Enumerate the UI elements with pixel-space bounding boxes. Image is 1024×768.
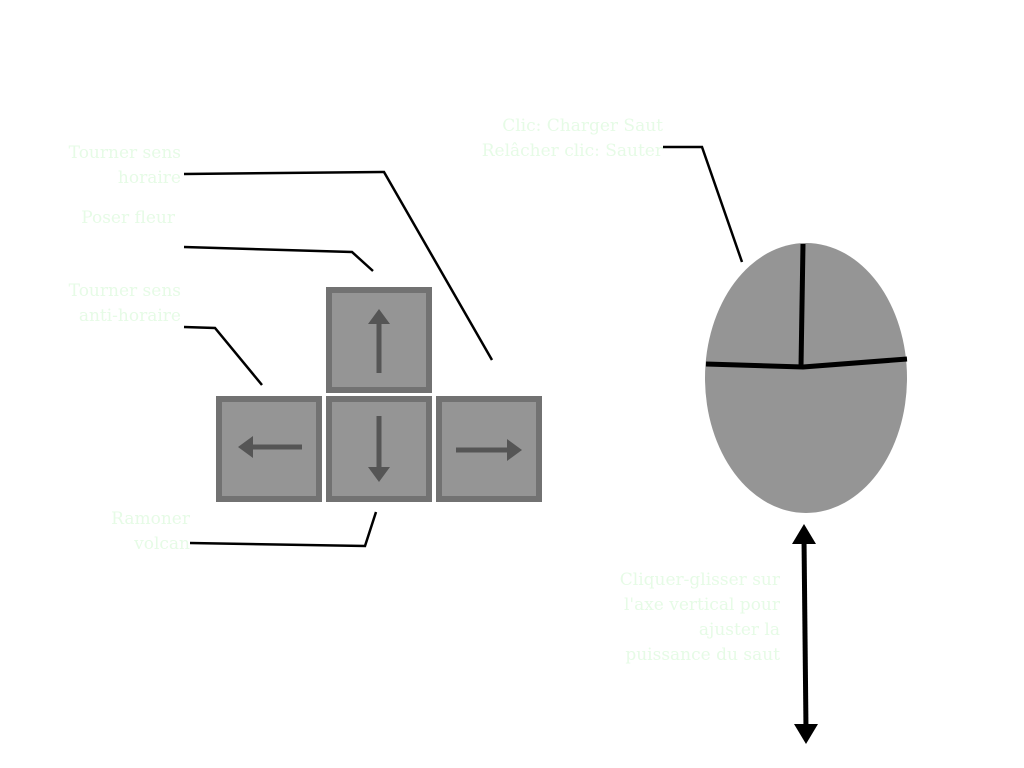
arrow-up-icon (368, 309, 390, 373)
vertical-axis-arrow-icon (792, 524, 818, 744)
line-rotate-clockwise (183, 170, 494, 361)
label-mouse-click: Clic: Charger Saut Relâcher clic: Sauter (481, 116, 663, 161)
key-right[interactable] (436, 396, 542, 502)
key-left[interactable] (216, 396, 322, 502)
mouse-icon (705, 243, 908, 513)
key-down[interactable] (326, 396, 432, 502)
label-rotate-clockwise: Tourner sens horaire (68, 143, 181, 188)
arrow-right-icon (456, 439, 522, 461)
label-sweep-volcano: Ramoner volcan (111, 509, 190, 554)
arrow-left-icon (238, 436, 302, 458)
label-mouse-drag: Cliquer-glisser sur l'axe vertical pour … (619, 570, 780, 665)
line-sweep-volcano (189, 511, 378, 548)
key-up[interactable] (326, 287, 432, 393)
line-mouse-click (663, 145, 744, 263)
line-rotate-counterclockwise (183, 325, 263, 386)
line-place-flower (183, 245, 374, 272)
label-rotate-counterclockwise: Tourner sens anti-horaire (68, 281, 181, 326)
label-place-flower: Poser fleur (81, 208, 175, 228)
arrow-down-icon (368, 416, 390, 482)
